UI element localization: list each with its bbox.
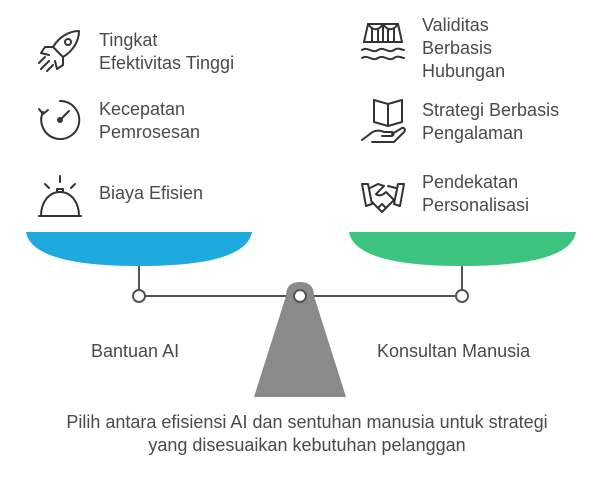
left-item-cost: Biaya Efisien <box>35 172 203 222</box>
rocket-icon <box>35 25 85 75</box>
alarm-bell-icon <box>35 172 85 222</box>
right-pan <box>349 232 576 266</box>
left-item-speed: Kecepatan Pemrosesan <box>35 95 200 145</box>
right-item-label: Strategi Berbasis Pengalaman <box>422 100 560 143</box>
right-item-strategy: Strategi Berbasis Pengalaman <box>358 96 559 146</box>
right-item-validity: Validitas Berbasis Hubungan <box>358 14 505 83</box>
caption: Pilih antara efisiensi AI dan sentuhan m… <box>66 412 548 455</box>
left-pan <box>26 232 252 266</box>
pivot <box>293 289 307 303</box>
handshake-icon <box>358 172 408 222</box>
left-item-label: Kecepatan Pemrosesan <box>99 99 201 142</box>
right-item-personalization: Pendekatan Personalisasi <box>358 172 529 222</box>
right-item-label: Validitas Berbasis Hubungan <box>422 15 506 81</box>
left-item-effectiveness: Tingkat Efektivitas Tinggi <box>35 25 234 75</box>
right-side-label: Konsultan Manusia <box>377 341 531 361</box>
left-item-label: Biaya Efisien <box>99 183 204 203</box>
hand-book-icon <box>358 96 408 146</box>
left-item-label: Tingkat Efektivitas Tinggi <box>99 30 235 73</box>
left-beam-knob <box>132 289 146 303</box>
fulcrum <box>254 282 346 397</box>
right-beam-knob <box>455 289 469 303</box>
left-side-label: Bantuan AI <box>91 341 180 361</box>
bridge-water-icon <box>358 14 408 64</box>
right-item-label: Pendekatan Personalisasi <box>422 172 530 215</box>
speed-timer-icon <box>35 95 85 145</box>
